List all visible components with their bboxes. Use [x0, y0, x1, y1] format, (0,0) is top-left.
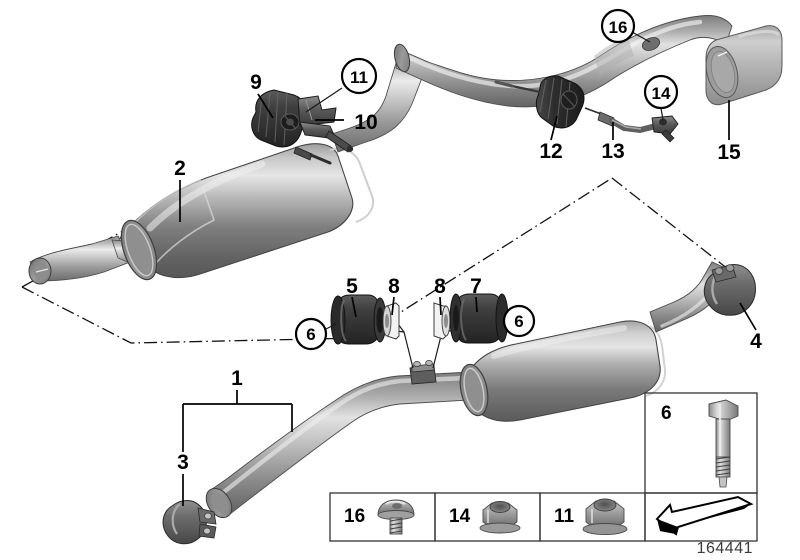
- svg-text:6: 6: [306, 325, 315, 344]
- part-mounting-bracket[interactable]: [293, 95, 354, 165]
- part-washer-right[interactable]: [433, 302, 451, 340]
- part-rear-silencer[interactable]: [456, 261, 735, 422]
- callout-numbers: 2 9 10 12 13 15 5 8 8 7 4 3 1: [174, 71, 762, 474]
- callout-9[interactable]: 9: [250, 71, 262, 94]
- callout-7[interactable]: 7: [470, 275, 482, 298]
- part-pipe-clamp-front[interactable]: [162, 500, 217, 545]
- callout-13[interactable]: 13: [601, 140, 624, 163]
- callout-circle-6-right[interactable]: 6: [502, 304, 536, 338]
- collar-nut-icon: [479, 501, 521, 534]
- collar-nut-large-icon: [582, 498, 628, 535]
- part-rear-pipe-section[interactable]: [392, 15, 733, 108]
- svg-text:16: 16: [609, 18, 628, 37]
- part-tailpipe-trim[interactable]: [701, 25, 783, 106]
- svg-text:11: 11: [350, 68, 368, 87]
- legend-box-bolt[interactable]: 6: [644, 392, 758, 494]
- svg-text:6: 6: [514, 312, 523, 331]
- callout-2[interactable]: 2: [174, 157, 186, 180]
- callout-15[interactable]: 15: [717, 141, 741, 164]
- flange-head-screw-icon: [377, 499, 415, 535]
- callout-8-right[interactable]: 8: [434, 275, 446, 298]
- legend-number-6: 6: [661, 403, 672, 424]
- part-centre-silencer[interactable]: [28, 49, 429, 285]
- legend-number-11: 11: [554, 506, 575, 527]
- callout-circle-14[interactable]: 14: [643, 74, 679, 110]
- legend-number-16: 16: [344, 506, 365, 527]
- callout-5[interactable]: 5: [346, 275, 358, 298]
- callout-4[interactable]: 4: [750, 330, 762, 353]
- circled-callouts: 6 6 11 14 16: [294, 8, 679, 351]
- diagram-id-label: 164441: [697, 540, 753, 557]
- legend-box-nut-11[interactable]: 11: [539, 492, 646, 542]
- callout-circle-16[interactable]: 16: [600, 8, 636, 44]
- legend-number-14: 14: [449, 506, 471, 527]
- bracket-pin: [293, 146, 313, 161]
- part-rubber-bush-right[interactable]: [449, 293, 509, 344]
- callout-1[interactable]: 1: [231, 367, 243, 390]
- part-washer-left[interactable]: [382, 302, 400, 340]
- part-rubber-bush-left[interactable]: [330, 294, 387, 345]
- callout-10[interactable]: 10: [354, 111, 377, 134]
- part-rubber-mounting-rear[interactable]: [494, 75, 585, 129]
- callout-3[interactable]: 3: [177, 451, 189, 474]
- callout-circle-11[interactable]: 11: [340, 57, 378, 95]
- hex-bolt-icon: [708, 399, 739, 488]
- callout-8-left[interactable]: 8: [388, 275, 400, 298]
- legend-box-nut-14[interactable]: 14: [434, 492, 541, 542]
- legend-box-direction-arrow[interactable]: [644, 492, 758, 542]
- callout-circle-6-left[interactable]: 6: [294, 317, 328, 351]
- part-pipe-clamp-rear[interactable]: [703, 264, 756, 316]
- svg-text:14: 14: [652, 84, 671, 103]
- callout-12[interactable]: 12: [539, 140, 562, 163]
- direction-of-travel-arrow-icon: [655, 495, 754, 536]
- part-support-rod[interactable]: [584, 107, 679, 143]
